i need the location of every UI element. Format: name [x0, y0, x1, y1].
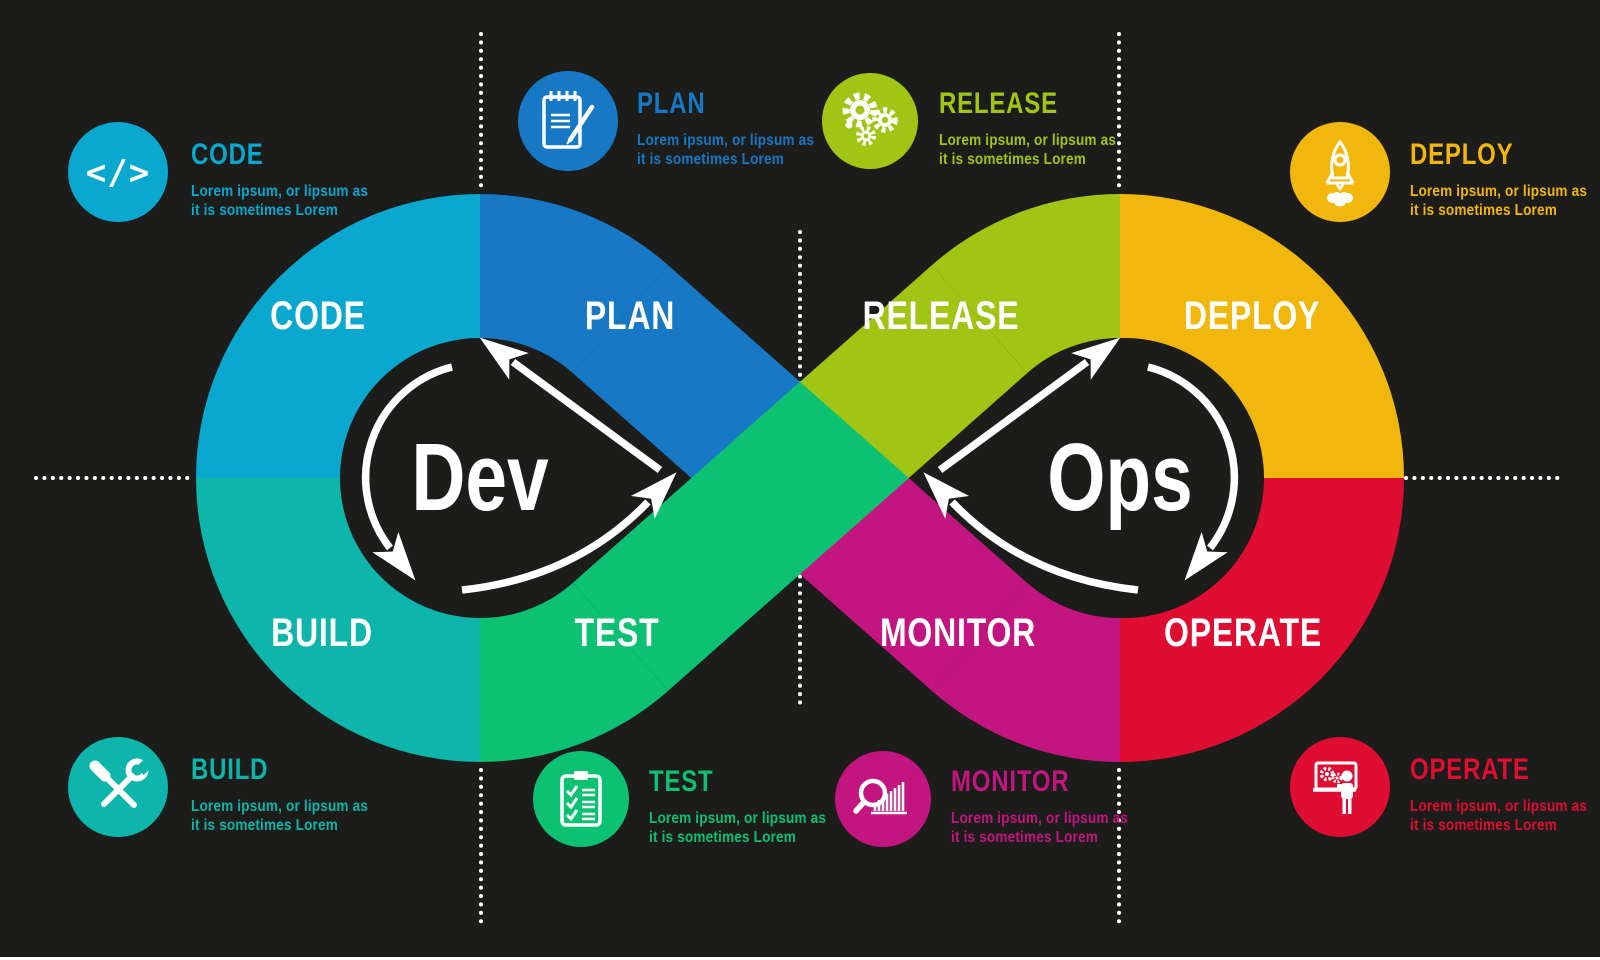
segment-test-arc [480, 582, 669, 762]
band-labels: CODE PLAN RELEASE DEPLOY BUILD TEST MONI… [270, 293, 1322, 655]
ops-arrow-right-icon [1147, 363, 1239, 581]
dotted-guides [34, 32, 1566, 930]
callout-code-desc-line2: it is sometimes Lorem [191, 202, 338, 219]
dev-loop-label: Dev [411, 424, 548, 531]
callout-code: </> CODE Lorem ipsum, or lipsum as it is… [68, 122, 368, 222]
deploy-rocket-icon [1325, 139, 1355, 207]
callout-build-title: BUILD [191, 751, 268, 785]
callout-code-desc-line1: Lorem ipsum, or lipsum as [191, 183, 368, 200]
callout-test-circle [533, 751, 629, 847]
ops-arrow-to-top-icon [937, 337, 1121, 474]
bottom-edge-strip [0, 957, 1600, 960]
callout-release-title: RELEASE [939, 85, 1058, 119]
build-tools-icon [89, 758, 153, 808]
test-checklist-icon [560, 771, 602, 827]
callout-test-desc-line2: it is sometimes Lorem [649, 829, 796, 846]
segment-build-band-label: BUILD [271, 610, 373, 655]
segment-test-crossing-band [572, 381, 909, 691]
plan-notepad-icon [542, 91, 595, 149]
segment-release-arc [931, 193, 1120, 374]
segment-plan-arc [480, 194, 669, 374]
callout-deploy-title: DEPLOY [1410, 136, 1513, 170]
callout-code-circle [68, 122, 168, 222]
release-gears-icon [842, 92, 898, 146]
callout-deploy-desc-line1: Lorem ipsum, or lipsum as [1410, 183, 1587, 200]
dev-arrow-to-top-icon [479, 337, 663, 474]
callout-deploy-circle [1290, 122, 1390, 222]
callout-release-desc-line1: Lorem ipsum, or lipsum as [939, 132, 1116, 149]
callout-test-desc-line1: Lorem ipsum, or lipsum as [649, 810, 826, 827]
callout-release: RELEASE Lorem ipsum, or lipsum as it is … [822, 73, 1116, 169]
callout-build-desc-line2: it is sometimes Lorem [191, 817, 338, 834]
callout-operate-desc-line2: it is sometimes Lorem [1410, 817, 1557, 834]
callout-deploy: DEPLOY Lorem ipsum, or lipsum as it is s… [1290, 122, 1587, 222]
segment-code-band-label: CODE [270, 293, 366, 338]
callout-monitor-desc-line1: Lorem ipsum, or lipsum as [951, 810, 1128, 827]
callout-plan-desc-line1: Lorem ipsum, or lipsum as [637, 132, 814, 149]
segment-monitor-arc [931, 582, 1120, 762]
callout-monitor: MONITOR Lorem ipsum, or lipsum as it is … [835, 751, 1128, 847]
callout-test: TEST Lorem ipsum, or lipsum as it is som… [533, 751, 826, 847]
segment-monitor-band-label: MONITOR [880, 610, 1036, 655]
ops-cycle-arrows [923, 337, 1239, 594]
segment-deploy-arc [1120, 194, 1404, 478]
callout-plan-desc-line2: it is sometimes Lorem [637, 151, 784, 168]
callout-plan-title: PLAN [637, 85, 706, 119]
segment-release-band-label: RELEASE [863, 293, 1020, 338]
callout-build: BUILD Lorem ipsum, or lipsum as it is so… [68, 737, 368, 837]
segment-plan-band-label: PLAN [585, 293, 675, 338]
ops-loop-label: Ops [1047, 424, 1193, 531]
callout-operate-title: OPERATE [1410, 751, 1530, 785]
callout-test-title: TEST [649, 763, 714, 797]
segment-build-arc [196, 478, 480, 762]
callout-deploy-desc-line2: it is sometimes Lorem [1410, 202, 1557, 219]
dev-cycle-arrows [361, 337, 677, 594]
segment-code-arc [196, 194, 480, 478]
code-icon: </> [86, 153, 150, 193]
callout-monitor-desc-line2: it is sometimes Lorem [951, 829, 1098, 846]
dev-arrow-left-icon [361, 363, 453, 581]
segment-deploy-band-label: DEPLOY [1184, 293, 1320, 338]
dev-arrow-to-cross-icon [461, 472, 677, 594]
callout-release-desc-line2: it is sometimes Lorem [939, 151, 1086, 168]
callout-operate-desc-line1: Lorem ipsum, or lipsum as [1410, 798, 1587, 815]
ops-arrow-to-cross-icon [923, 472, 1139, 594]
callout-plan: PLAN Lorem ipsum, or lipsum as it is som… [518, 71, 814, 171]
infinity-loop [196, 193, 1404, 762]
monitor-magnifier-chart-icon [853, 778, 907, 815]
segment-operate-band-label: OPERATE [1164, 610, 1322, 655]
operate-presentation-icon [1313, 761, 1358, 814]
callout-monitor-title: MONITOR [951, 763, 1069, 797]
segment-operate-arc [1120, 478, 1404, 762]
callout-code-title: CODE [191, 136, 264, 170]
callout-build-desc-line1: Lorem ipsum, or lipsum as [191, 798, 368, 815]
callout-operate: OPERATE Lorem ipsum, or lipsum as it is … [1290, 737, 1587, 837]
segment-test-band-label: TEST [575, 610, 660, 655]
